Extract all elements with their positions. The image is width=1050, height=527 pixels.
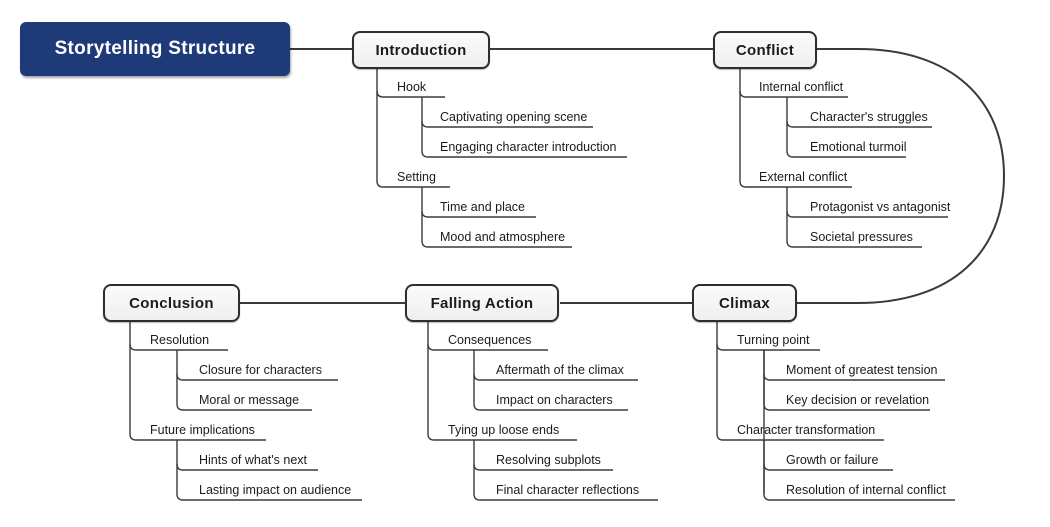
leaf-resolving-subplots[interactable]: Resolving subplots: [496, 453, 601, 467]
leaf-moral-or-message[interactable]: Moral or message: [199, 393, 300, 407]
leaf-emotional-turmoil[interactable]: Emotional turmoil: [810, 140, 907, 154]
subtopic-tying-up-loose-ends[interactable]: Tying up loose ends: [448, 423, 560, 437]
topic-climax[interactable]: Climax: [692, 284, 797, 322]
topic-conclusion[interactable]: Conclusion: [103, 284, 240, 322]
subtopic-hook[interactable]: Hook: [397, 80, 427, 94]
leaf-hints-of-whats-next[interactable]: Hints of what's next: [199, 453, 307, 467]
leaf-closure-for-characters[interactable]: Closure for characters: [199, 363, 322, 377]
leaf-societal-pressures[interactable]: Societal pressures: [810, 230, 913, 244]
topic-conflict[interactable]: Conflict: [713, 31, 817, 69]
leaf-protagonist-vs-antagonist[interactable]: Protagonist vs antagonist: [810, 200, 951, 214]
leaf-moment-of-greatest-tension[interactable]: Moment of greatest tension: [786, 363, 938, 377]
leaf-captivating-opening-scene[interactable]: Captivating opening scene: [440, 110, 588, 124]
subtopic-internal-conflict[interactable]: Internal conflict: [759, 80, 844, 94]
subtopic-character-transformation[interactable]: Character transformation: [737, 423, 876, 437]
leaf-final-character-reflections[interactable]: Final character reflections: [496, 483, 640, 497]
subtopic-turning-point[interactable]: Turning point: [737, 333, 810, 347]
topic-introduction[interactable]: Introduction: [352, 31, 490, 69]
leaf-lasting-impact-on-audience[interactable]: Lasting impact on audience: [199, 483, 352, 497]
leaf-aftermath-of-the-climax[interactable]: Aftermath of the climax: [496, 363, 624, 377]
leaf-resolution-of-internal-conflict[interactable]: Resolution of internal conflict: [786, 483, 946, 497]
topic-falling-action[interactable]: Falling Action: [405, 284, 559, 322]
leaf-mood-and-atmosphere[interactable]: Mood and atmosphere: [440, 230, 566, 244]
leaf-key-decision-or-revelation[interactable]: Key decision or revelation: [786, 393, 930, 407]
subtopic-future-implications[interactable]: Future implications: [150, 423, 255, 437]
leaf-growth-or-failure[interactable]: Growth or failure: [786, 453, 879, 467]
leaf-time-and-place[interactable]: Time and place: [440, 200, 525, 214]
subtopic-resolution[interactable]: Resolution: [150, 333, 210, 347]
leaf-characters-struggles[interactable]: Character's struggles: [810, 110, 928, 124]
subtopic-external-conflict[interactable]: External conflict: [759, 170, 848, 184]
root-topic[interactable]: Storytelling Structure: [20, 22, 290, 76]
subtopic-setting[interactable]: Setting: [397, 170, 436, 184]
leaf-engaging-character-introduction[interactable]: Engaging character introduction: [440, 140, 617, 154]
leaf-impact-on-characters[interactable]: Impact on characters: [496, 393, 613, 407]
subtopic-consequences[interactable]: Consequences: [448, 333, 532, 347]
